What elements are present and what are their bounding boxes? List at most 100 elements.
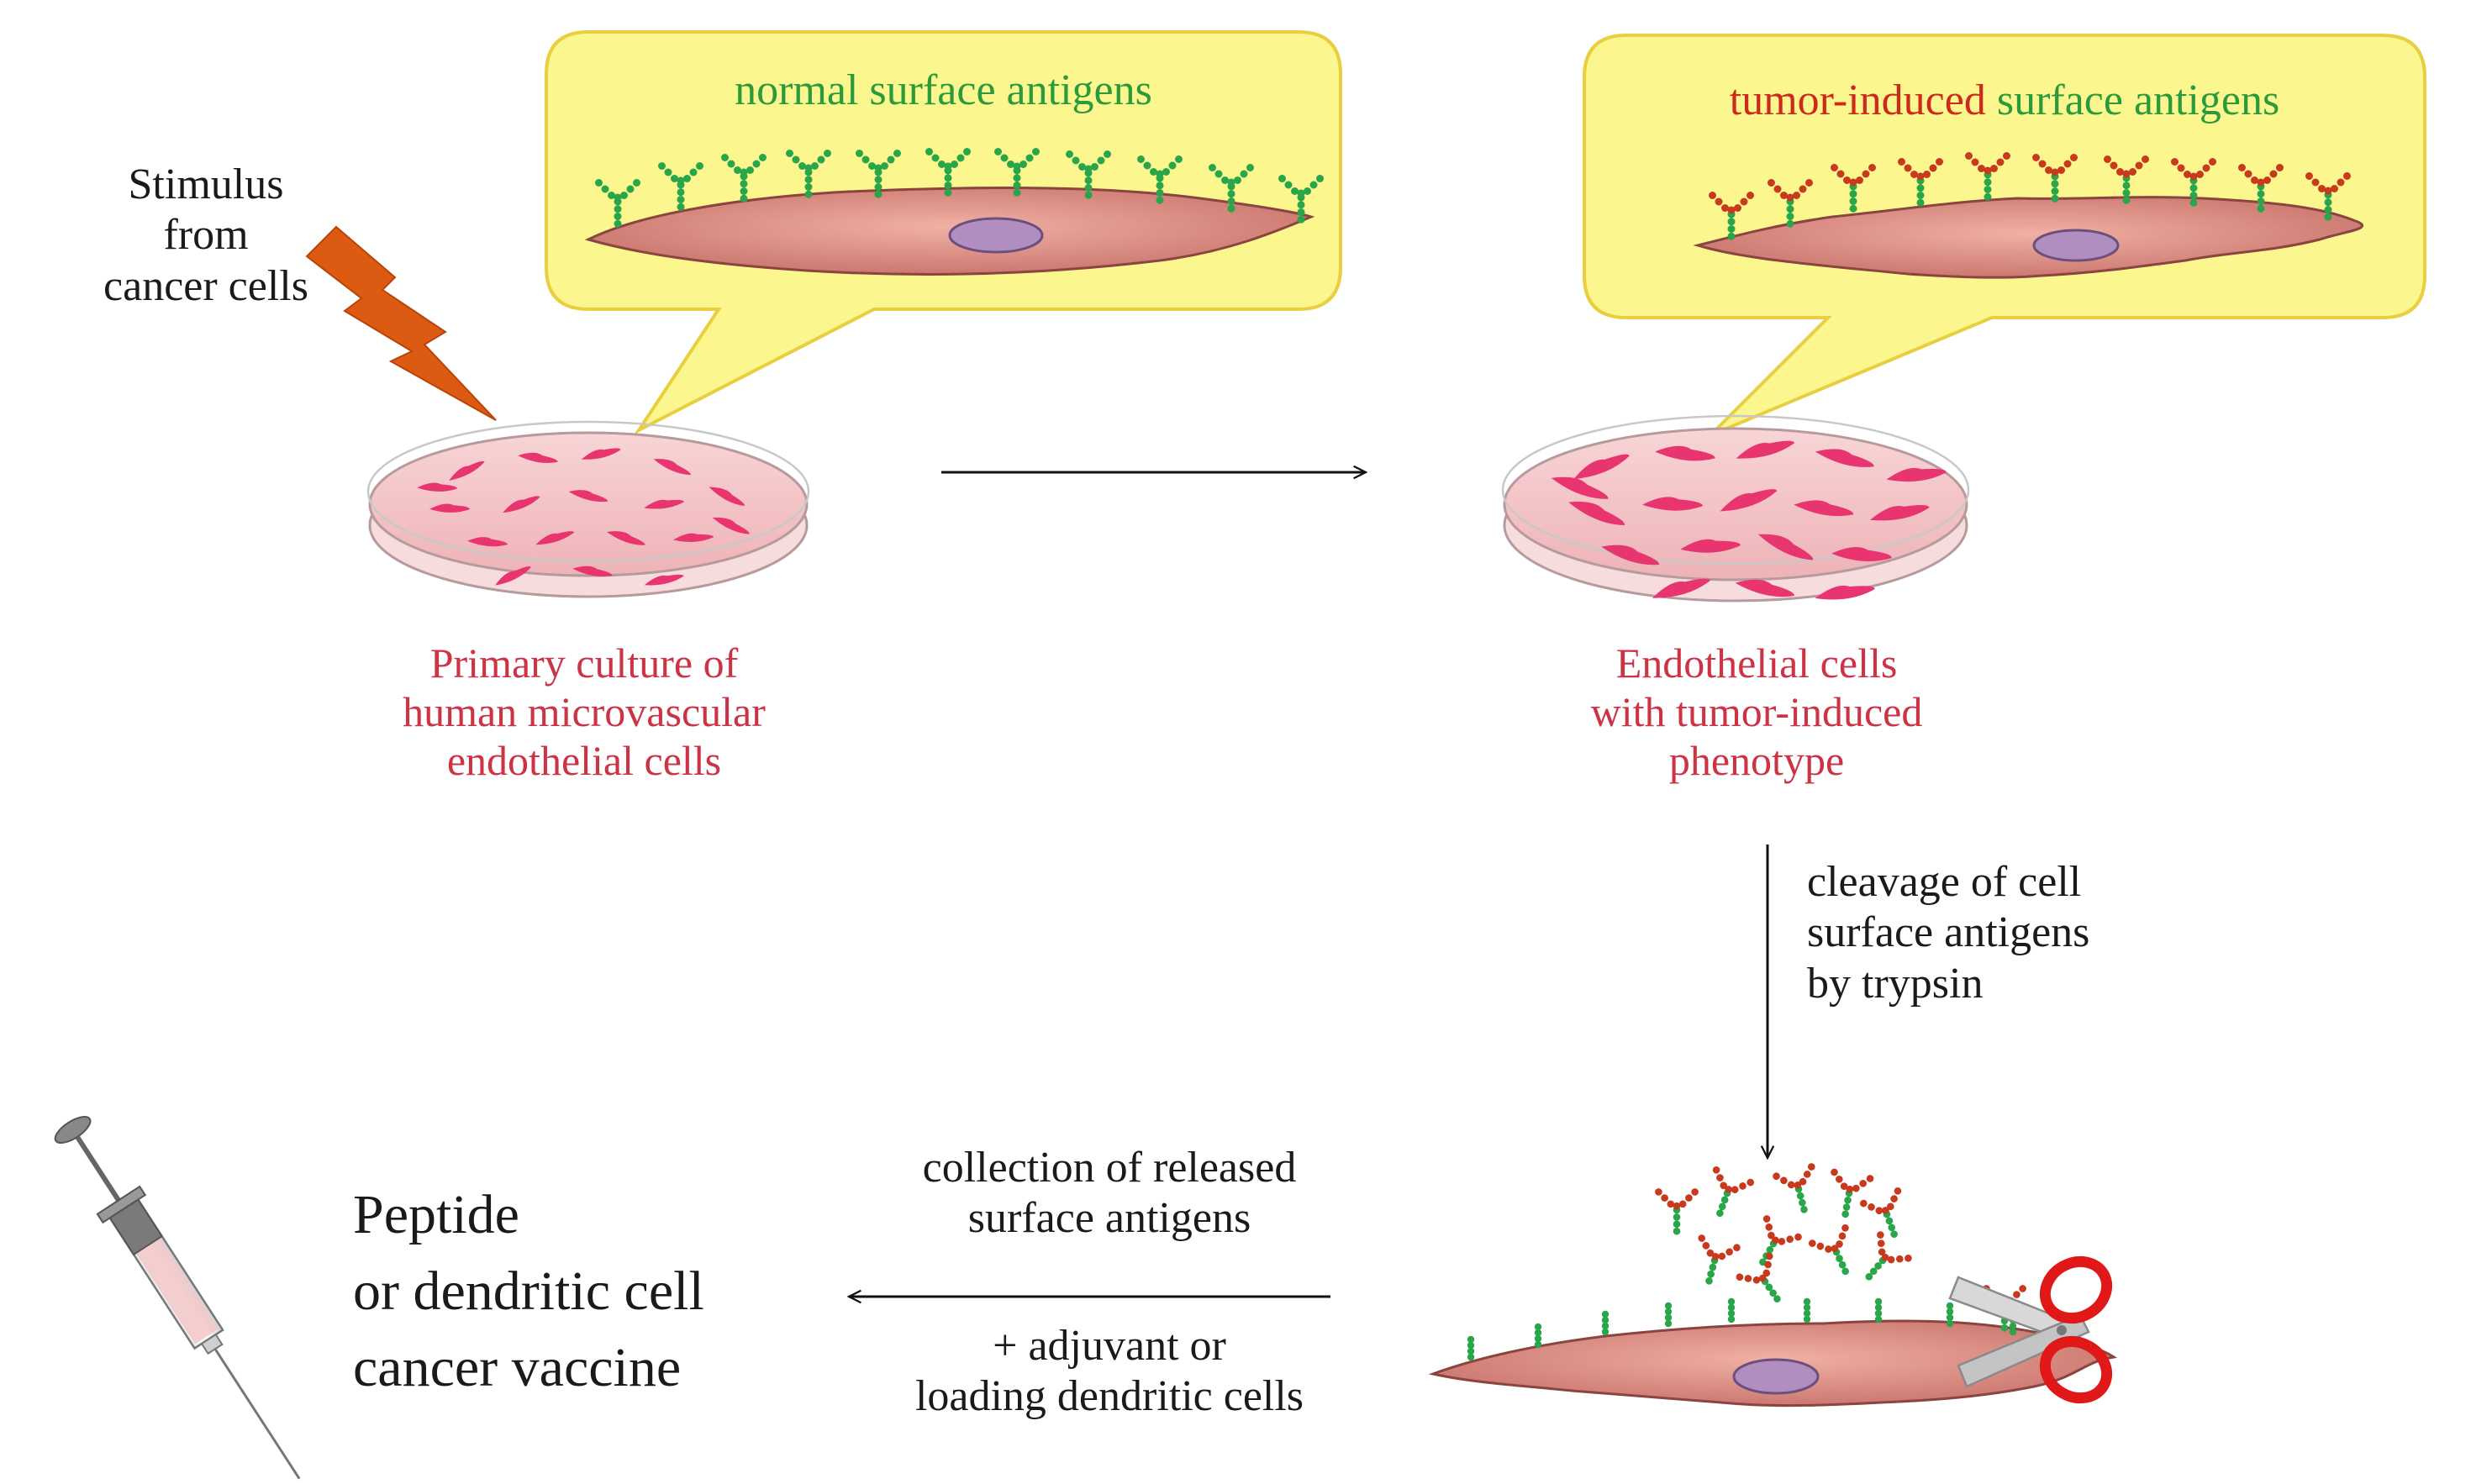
released-antigen-glyph xyxy=(1759,1215,1802,1266)
callout-normal-title: normal surface antigens xyxy=(735,66,1152,114)
normal-antigen xyxy=(1066,150,1111,199)
cleavage-line-2: surface antigens xyxy=(1807,908,2090,957)
tumor-antigen xyxy=(2032,154,2078,203)
adjuvant-line-2: loading dendritic cells xyxy=(914,1372,1304,1421)
culture-cell-large xyxy=(1573,454,1630,480)
released-antigen xyxy=(1865,1231,1912,1281)
stimulus-line-3: cancer cells xyxy=(103,261,308,310)
tumor-antigen xyxy=(2305,172,2351,221)
culture-cell-small xyxy=(673,533,714,542)
surface-antigens-word: surface antigens xyxy=(1985,76,2280,124)
released-antigen-glyph xyxy=(1865,1231,1912,1281)
released-antigen xyxy=(1736,1252,1781,1302)
cleaved-cell xyxy=(1428,1297,2118,1408)
released-antigen xyxy=(1773,1163,1815,1213)
culture-cell-large xyxy=(1680,539,1741,553)
culture-cell-large xyxy=(1655,445,1715,461)
dish-right-caption-line-3: phenotype xyxy=(1668,737,1845,784)
released-antigen-glyph xyxy=(1736,1252,1781,1302)
dish-left-caption: Primary culture of human microvascular e… xyxy=(349,639,819,785)
culture-cell-small xyxy=(495,566,531,586)
callout-tumor xyxy=(1583,34,2426,437)
vaccine-line-3: cancer vaccine xyxy=(353,1337,682,1399)
antigen-stub xyxy=(1601,1310,1610,1336)
released-antigen xyxy=(1759,1215,1802,1266)
callout-tumor-title: tumor-induced surface antigens xyxy=(1584,76,2425,126)
dish-right-caption-line-2: with tumor-induced xyxy=(1590,688,1923,735)
callout-normal xyxy=(545,30,1342,435)
cleavage-line-3: by trypsin xyxy=(1807,959,1984,1008)
released-antigen-glyph xyxy=(1773,1163,1815,1213)
normal-antigen xyxy=(1137,155,1183,204)
cleavage-line-1: cleavage of cell xyxy=(1807,858,2082,906)
culture-cell-small xyxy=(568,490,609,503)
released-antigen xyxy=(1698,1234,1741,1285)
petri-dish-left xyxy=(366,420,810,598)
adjuvant-line-1: + adjuvant or xyxy=(993,1322,1226,1370)
released-antigen-glyph xyxy=(1712,1166,1755,1218)
adjuvant-label: + adjuvant or loading dendritic cells xyxy=(840,1321,1378,1423)
culture-cell-large xyxy=(1831,547,1892,561)
vaccine-line-1: Peptide xyxy=(353,1184,519,1245)
released-antigen xyxy=(1712,1166,1755,1218)
culture-cell-small xyxy=(518,452,558,463)
released-antigen xyxy=(1859,1187,1902,1239)
normal-antigen xyxy=(1209,164,1254,213)
stimulus-line-2: from xyxy=(163,211,249,260)
syringe-icon xyxy=(54,1115,301,1480)
dish-left-caption-line-2: human microvascular xyxy=(403,688,766,735)
culture-cell-large xyxy=(1794,500,1854,517)
antigen-stub xyxy=(1534,1323,1542,1349)
antigen-stub xyxy=(1874,1297,1883,1323)
normal-antigen xyxy=(856,150,901,198)
tumor-antigen xyxy=(1831,164,1876,213)
culture-cell-large xyxy=(1642,497,1704,511)
antigen-stub xyxy=(1946,1302,1954,1328)
culture-cell-small xyxy=(503,496,540,513)
collection-line-1: collection of released xyxy=(922,1144,1297,1192)
culture-cell-large xyxy=(1815,449,1874,467)
cleaved-cell-nucleus xyxy=(1732,1358,1820,1395)
normal-antigen xyxy=(658,162,703,211)
antigen-stub xyxy=(1727,1297,1736,1323)
dish-left-caption-line-1: Primary culture of xyxy=(429,639,739,687)
tumor-cell xyxy=(1693,196,2364,279)
tumor-induced-word: tumor-induced xyxy=(1729,76,1986,124)
released-antigen xyxy=(1808,1224,1849,1276)
antigen-stub xyxy=(1467,1335,1475,1361)
culture-cell-small xyxy=(607,531,645,545)
dish-right-caption: Endothelial cells with tumor-induced phe… xyxy=(1513,639,2000,785)
culture-cell-large xyxy=(1568,502,1625,525)
normal-antigen xyxy=(786,150,831,198)
antigen-stubs xyxy=(1467,1297,2017,1361)
culture-cell-small xyxy=(449,460,485,481)
culture-cell-large xyxy=(1757,534,1814,560)
normal-cell-nucleus xyxy=(948,217,1044,254)
culture-cell-small xyxy=(535,531,575,545)
culture-cell-large xyxy=(1815,585,1875,600)
vaccine-label: Peptide or dendritic cell cancer vaccine xyxy=(353,1176,824,1406)
cleavage-label: cleavage of cell surface antigens by try… xyxy=(1807,857,2278,1009)
normal-antigen xyxy=(925,148,971,197)
tumor-antigen xyxy=(1709,192,1754,240)
culture-cell-small xyxy=(709,487,745,507)
antigen-stub xyxy=(1664,1302,1673,1328)
normal-antigen xyxy=(994,148,1040,197)
tumor-antigen xyxy=(2104,155,2149,204)
culture-cell-small xyxy=(429,503,471,513)
culture-cell-large xyxy=(1551,476,1609,499)
culture-cell-small xyxy=(712,517,750,534)
culture-cell-small xyxy=(644,499,684,509)
tumor-antigen xyxy=(1965,152,2010,201)
culture-cell-small xyxy=(644,574,684,586)
culture-cell-large xyxy=(1601,545,1660,566)
released-antigen-glyph xyxy=(1859,1187,1902,1239)
tumor-antigen xyxy=(2171,158,2216,207)
tumor-antigen xyxy=(2238,164,2284,213)
dish-left-caption-line-3: endothelial cells xyxy=(446,737,722,784)
tumor-antigen xyxy=(1768,179,1813,228)
antigen-stub xyxy=(1803,1297,1811,1323)
normal-antigens xyxy=(595,148,1324,228)
culture-cell-small xyxy=(572,566,613,577)
